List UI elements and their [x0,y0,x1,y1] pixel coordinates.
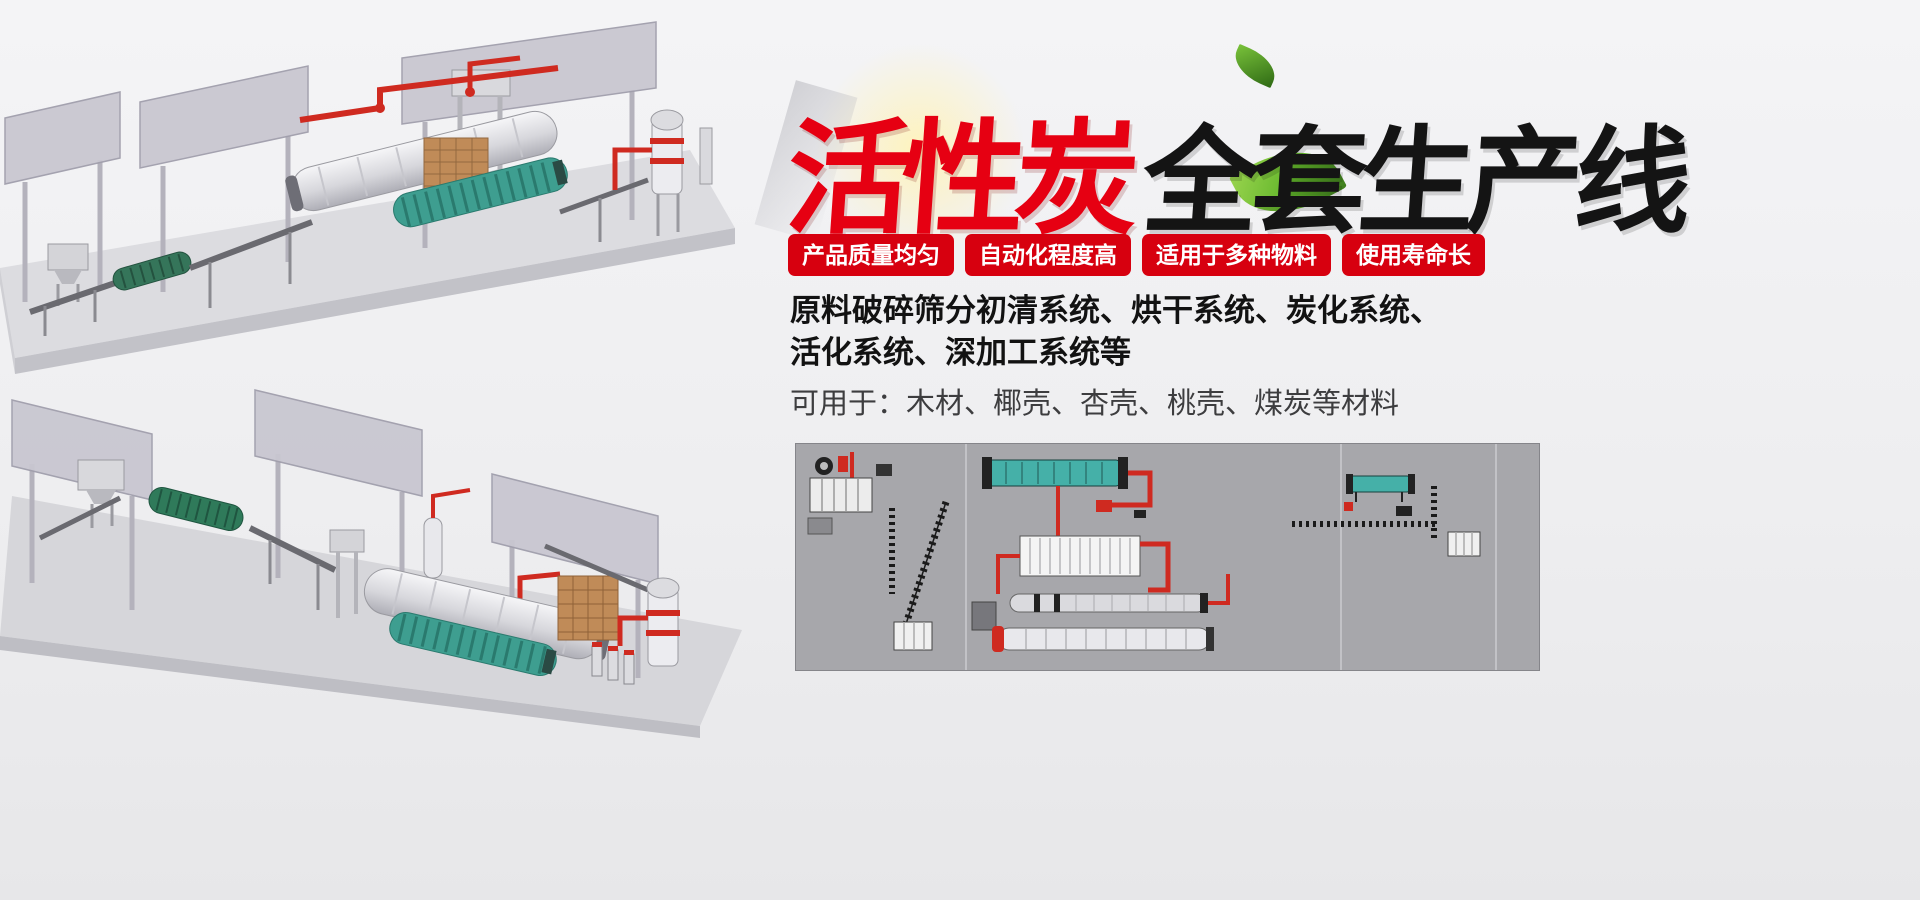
platform [0,150,735,374]
rotary-screen-drum [148,487,244,531]
description-line-1: 原料破碎筛分初清系统、烘干系统、炭化系统、 [790,293,1441,328]
packing-unit [1292,474,1481,557]
section-divider [965,444,1497,670]
storage-tank [544,543,680,685]
crusher-screening-unit [807,452,892,535]
page-title: 活性炭全套生产线 [782,78,1691,258]
production-line-3d-render-bottom-icon [0,389,742,738]
description-line-3: 可用于：木材、椰壳、杏壳、桃壳、煤炭等材料 [790,388,1400,420]
conveyor [248,525,337,610]
feature-badge-quality: 产品质量均匀 [788,234,954,276]
feature-badge-materials: 适用于多种物料 [1142,234,1331,276]
conveyor [29,279,119,336]
support-frame [329,517,443,618]
description-line-2: 活化系统、深加工系统等 [790,335,1131,370]
schematic-panel [795,443,1540,671]
glow-decoration [810,40,1030,260]
heat-exchanger [996,535,1171,594]
conveyor-ladder [889,500,950,651]
feature-badge-automation: 自动化程度高 [965,234,1131,276]
dryer-cylinder [982,457,1153,536]
brick-chamber [557,575,619,641]
title-highlight: 活性炭 [782,112,1134,249]
feeder-hopper [47,243,89,306]
carbonization-cylinders [971,574,1230,652]
conveyor [188,219,314,308]
cooler-drum [393,157,568,228]
feature-badge-lifespan: 使用寿命长 [1342,234,1485,276]
platform [0,496,742,738]
rotary-screen-drum [112,251,192,291]
production-line-3d-render-top-icon [0,21,735,374]
dust-collector-tower [559,109,713,242]
feeder-hopper [38,459,125,541]
title-rest: 全套生产线 [1138,120,1688,248]
red-piping [299,55,559,123]
cooler-drum [389,611,557,677]
feature-badge-list: 产品质量均匀 自动化程度高 适用于多种物料 使用寿命长 [788,234,1485,276]
hero-content: 活性炭全套生产线 产品质量均匀 自动化程度高 适用于多种物料 使用寿命长 原料破… [754,0,1920,900]
description-block: 原料破碎筛分初清系统、烘干系统、炭化系统、 活化系统、深加工系统等 可用于：木材… [790,290,1441,424]
production-line-schematic-icon [807,444,1497,670]
